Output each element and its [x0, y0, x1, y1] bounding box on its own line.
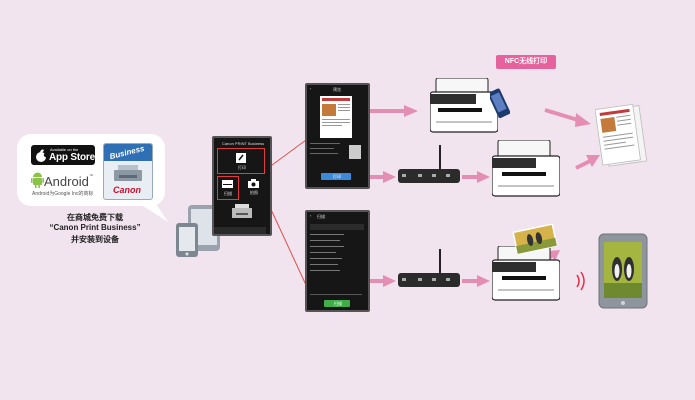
print-doc-icon [236, 153, 246, 163]
print-button[interactable]: 打印 [321, 173, 351, 180]
printed-output [595, 103, 648, 167]
printer-wireless-1 [492, 140, 560, 197]
appstore-small-text: Available on the [50, 147, 79, 152]
scan-button[interactable]: 扫描 [324, 300, 350, 307]
arrow-router-to-printer-2 [462, 275, 490, 287]
printer-wireless-2 [492, 246, 560, 301]
appstore-big-text: App Store [49, 152, 95, 163]
preview-photo [322, 104, 336, 116]
business-band [104, 144, 152, 161]
connector-print [267, 139, 307, 169]
wireless-signal-icon [576, 271, 585, 291]
printer-thumbnail [349, 145, 361, 159]
back-icon[interactable]: ‹ [310, 86, 312, 91]
camera-icon [248, 179, 259, 188]
scan-button-label: 扫描 [334, 301, 342, 306]
scan-back-icon[interactable]: ‹ [310, 213, 312, 218]
document-preview [320, 96, 352, 138]
arrow-to-router-2 [370, 275, 396, 287]
setting-row[interactable] [310, 252, 336, 253]
nfc-phone-icon [490, 88, 510, 119]
home-footer-bar [214, 227, 266, 234]
caption-line-1: 在商城免费下载 [67, 213, 123, 222]
android-tm: ™ [89, 173, 93, 178]
arrow-to-output-1 [544, 108, 591, 127]
scan-settings-screen: ‹ 扫描 扫描 [305, 210, 370, 312]
canon-business-app-icon[interactable] [103, 143, 153, 200]
setting-row[interactable] [310, 264, 338, 265]
setting-row[interactable] [310, 246, 344, 247]
arrow-to-output-2 [575, 155, 600, 170]
android-label: Android [44, 174, 89, 189]
camera-tile-label: 拍照 [250, 190, 258, 195]
caption-line-2: “Canon Print Business” [49, 223, 141, 232]
setting-row[interactable] [310, 234, 344, 235]
apple-icon [36, 149, 47, 162]
arrow-to-router-1 [370, 171, 396, 183]
scan-screen-title: 扫描 [317, 214, 325, 219]
caption-line-3: 并安装到设备 [71, 235, 119, 244]
print-screen-title: 预览 [333, 87, 341, 92]
scan-tile-label: 扫描 [224, 191, 232, 196]
print-tile[interactable]: 打印 [217, 148, 265, 174]
receiving-phone [598, 233, 648, 309]
printer-nfc [430, 78, 498, 133]
android-robot-icon [31, 172, 44, 188]
print-tile-label: 打印 [238, 165, 246, 170]
print-preview-screen: ‹ 预览 打印 [305, 83, 370, 189]
setting-row[interactable] [310, 258, 342, 259]
canon-logo: Canon [113, 185, 141, 195]
app-store-badge[interactable]: Available on the App Store [31, 145, 95, 165]
app-home-screen: Canon PRINT Business 打印 扫描 拍照 [212, 136, 272, 236]
setting-row[interactable] [310, 270, 340, 271]
scanned-photo [512, 224, 558, 254]
wireless-router-2 [398, 249, 460, 287]
print-button-label: 打印 [333, 174, 341, 179]
camera-tile[interactable]: 拍照 [244, 176, 264, 198]
scan-icon [222, 180, 233, 188]
arrow-router-to-printer-1 [462, 171, 490, 183]
setting-row[interactable] [310, 240, 340, 241]
nfc-label: NFC无线打印 [496, 55, 556, 69]
printer-icon [114, 165, 142, 181]
wireless-router-1 [398, 145, 460, 183]
arrow-to-nfc-printer [370, 105, 418, 117]
connector-scan [267, 202, 307, 286]
scan-tile[interactable]: 扫描 [217, 176, 239, 200]
app-home-title: Canon PRINT Business [222, 141, 265, 146]
android-trademark-note: Android为Google Inc的商标 [32, 191, 94, 197]
printer-thumb-icon [232, 204, 252, 218]
